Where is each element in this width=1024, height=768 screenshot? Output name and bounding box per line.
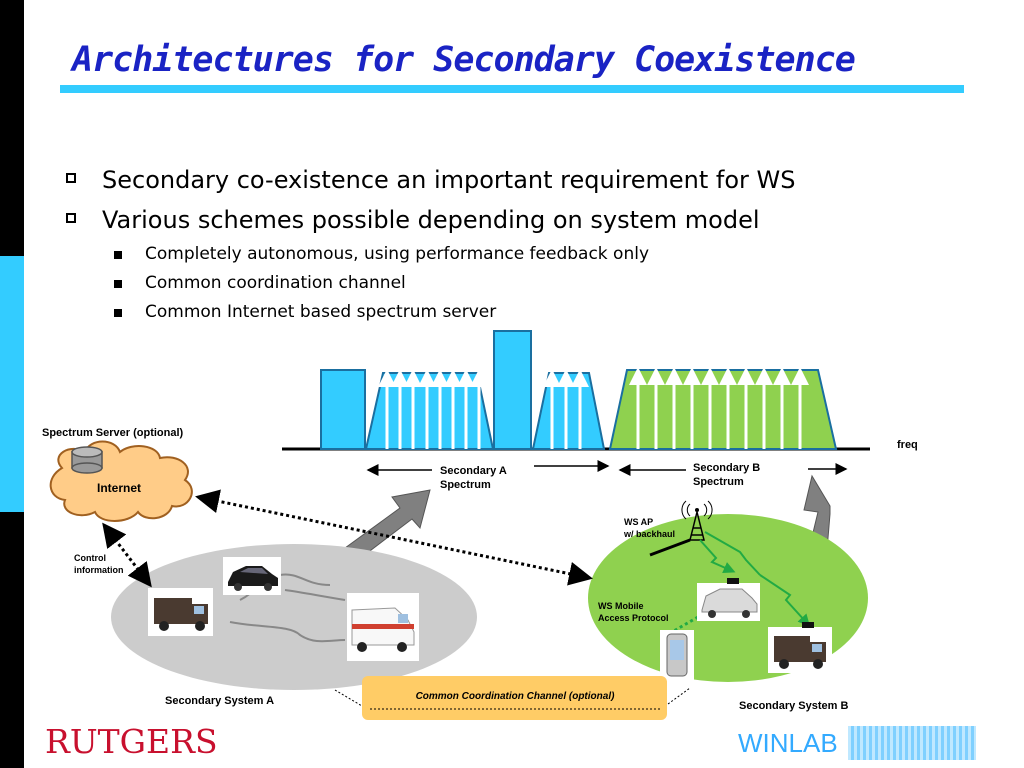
secondary-b-spectrum-label: Spectrum (693, 476, 744, 488)
secondary-a-spectrum-label: Secondary A (440, 465, 507, 477)
server-database-icon (71, 446, 103, 474)
ws-ap-tower-icon (681, 500, 713, 541)
delivery-truck-icon (148, 588, 213, 636)
secondary-a-carriers (378, 369, 589, 449)
ws-mobile-label: Access Protocol (598, 613, 669, 623)
secondary-b-band (608, 369, 838, 450)
secondary-a-band-1 (364, 372, 495, 450)
ws-ap-label: w/ backhaul (623, 529, 675, 539)
ap-link-2 (704, 531, 761, 576)
spectrum-panel: freq Secondary A Spectrum Secondary B Sp… (282, 330, 918, 491)
control-info-label: information (74, 565, 124, 575)
suv-car-icon (697, 578, 760, 621)
ap-to-suv-link (699, 539, 736, 574)
internet-label: Internet (97, 481, 141, 495)
secondary-b-spectrum-label: Secondary B (693, 462, 760, 474)
winlab-logo-graphic (848, 726, 976, 760)
system-a-link-3 (284, 589, 346, 601)
sub-bullet-item: Common Internet based spectrum server (64, 298, 795, 327)
primary-channel-2 (493, 330, 532, 450)
delivery-truck-b-icon (768, 622, 832, 673)
control-info-label: Control (74, 553, 106, 563)
secondary-b-carriers (629, 367, 809, 449)
slide-title: Architectures for Secondary Coexistence (72, 40, 856, 80)
system-b-label: Secondary System B (739, 700, 848, 712)
sedan-car-icon (223, 557, 281, 595)
freq-label: freq (897, 439, 918, 451)
coord-link-a (334, 689, 363, 707)
backhaul-line (649, 538, 691, 557)
winlab-logo: WINLAB (738, 728, 838, 758)
ambulance-icon (347, 593, 419, 661)
mobile-phone-icon (660, 630, 694, 680)
internet-to-system-b-link (195, 489, 593, 586)
bullet-item: Secondary co-existence an important requ… (64, 160, 795, 200)
rutgers-logo: RUTGERS (45, 722, 218, 761)
left-bar-accent (0, 256, 24, 512)
coord-link-b (667, 687, 691, 705)
sub-bullet-item: Completely autonomous, using performance… (64, 240, 795, 269)
control-info-link (102, 522, 152, 588)
bullet-list: Secondary co-existence an important requ… (64, 160, 795, 327)
secondary-a-spectrum-label: Spectrum (440, 479, 491, 491)
sub-bullet-item: Common coordination channel (64, 269, 795, 298)
spectrum-server-label: Spectrum Server (optional) (42, 427, 184, 439)
primary-channel-1 (320, 369, 366, 450)
ws-ap-label: WS AP (624, 517, 653, 527)
suv-to-truck-link (759, 574, 811, 627)
mobile-access-link (671, 615, 699, 634)
system-a-label: Secondary System A (165, 695, 274, 707)
coordination-channel-label: Common Coordination Channel (optional) (416, 691, 616, 702)
secondary-a-band-2 (531, 372, 606, 450)
title-underline (60, 85, 964, 93)
system-a-link-2 (229, 621, 346, 643)
ws-mobile-label: WS Mobile (598, 601, 644, 611)
bullet-item: Various schemes possible depending on sy… (64, 200, 795, 240)
